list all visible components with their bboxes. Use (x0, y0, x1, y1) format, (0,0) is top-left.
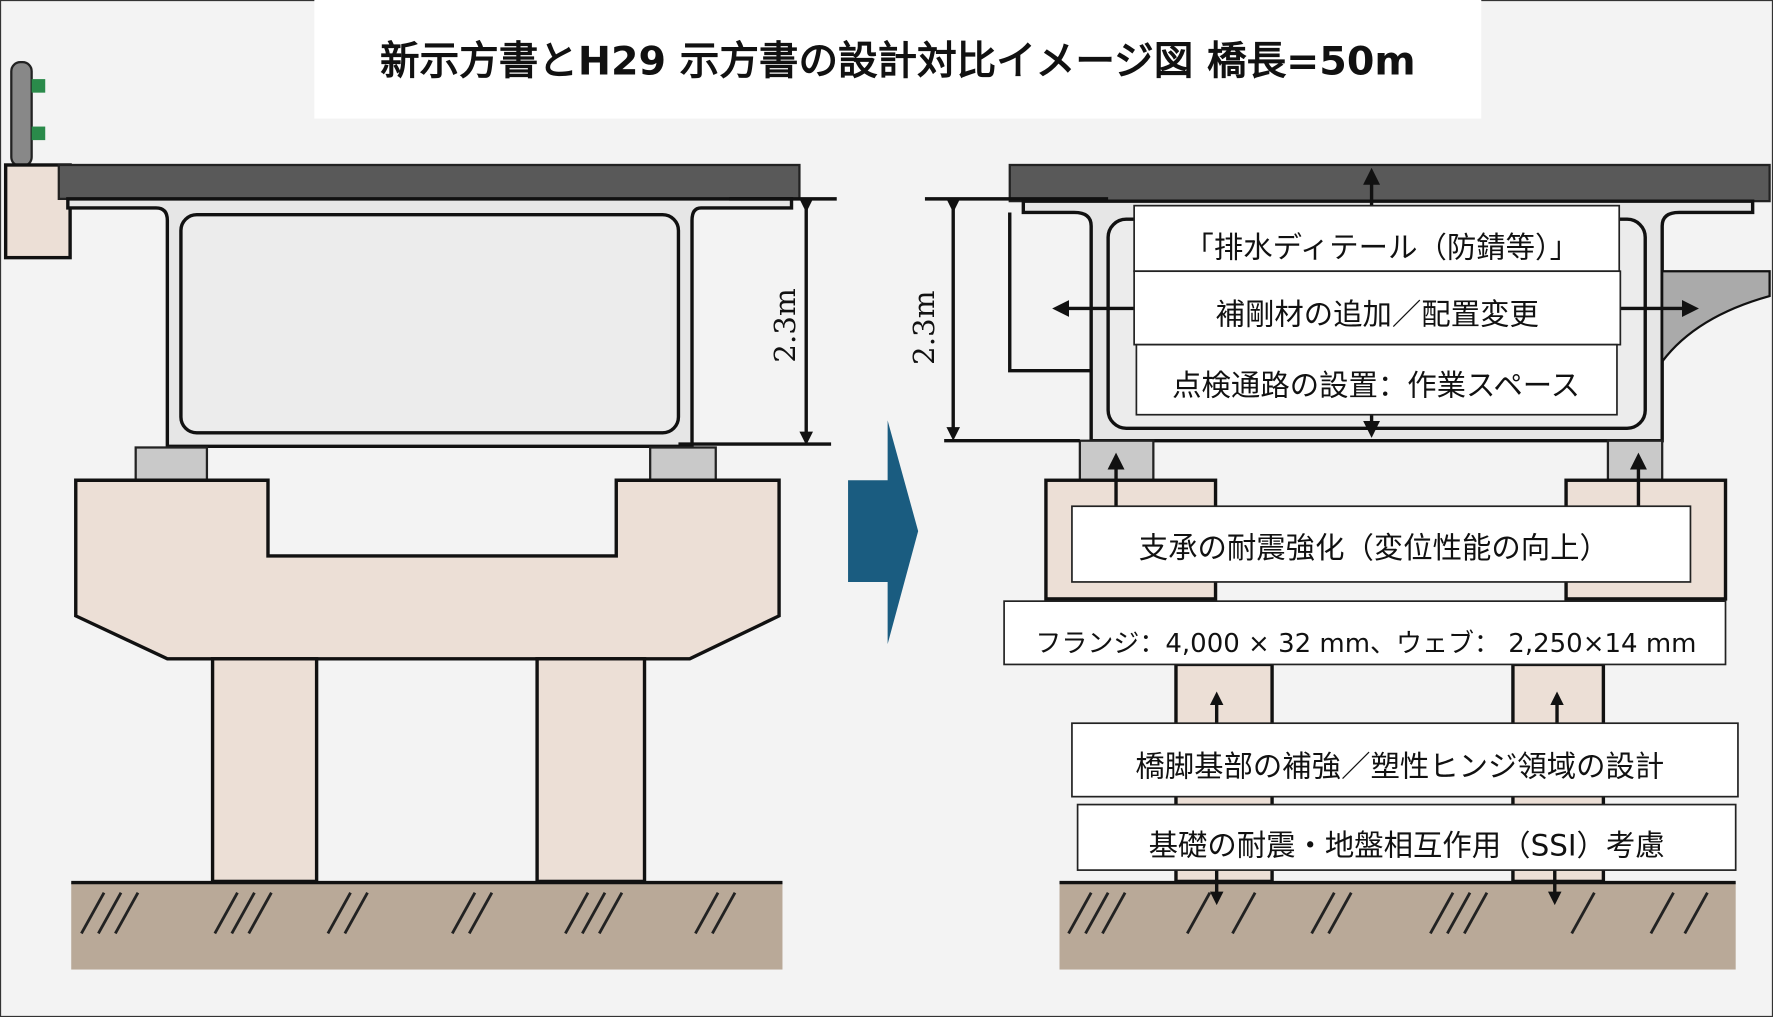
dimension-label: 2.3m (907, 290, 941, 365)
railing-post (10, 61, 33, 168)
callout-pier-base: 橋脚基部の補強／塑性ヒンジ領域の設計 (1071, 722, 1739, 798)
svg-text:補剛材の追加／配置変更: 補剛材の追加／配置変更 (1216, 297, 1539, 331)
deck-slab (1008, 163, 1771, 203)
dimension-label: 2.3m (768, 288, 802, 363)
ground (71, 882, 783, 970)
cantilever-bracket (1661, 270, 1771, 365)
callout-arrows (1052, 167, 1699, 906)
girder-cell (179, 213, 681, 435)
svg-text:支承の耐震強化（変位性能の向上）: 支承の耐震強化（変位性能の向上） (1139, 531, 1609, 565)
height-dimension: 2.3m (907, 197, 1109, 443)
railing-light (31, 126, 46, 141)
svg-text:「排水ディテール（防錆等）」: 「排水ディテール（防錆等）」 (1184, 231, 1579, 265)
svg-text:フランジ：4,000 × 32 mm、ウェブ： 2,250×: フランジ：4,000 × 32 mm、ウェブ： 2,250×14 mm (1035, 629, 1696, 659)
callout-inspection-path: 点検通路の設置：作業スペース (1135, 343, 1618, 416)
height-dimension: 2.3m (678, 197, 837, 446)
left-bridge-h29: 2.3m (3, 61, 837, 970)
bearing (1606, 439, 1664, 482)
pier-column (210, 657, 319, 884)
girder-outline (1008, 212, 1092, 373)
ground-hatch (1067, 892, 1709, 935)
bearing (649, 446, 717, 482)
callout-foundation: 基礎の耐震・地盤相互作用（SSI）考慮 (1076, 803, 1737, 871)
svg-text:点検通路の設置：作業スペース: 点検通路の設置：作業スペース (1172, 369, 1580, 403)
svg-text:基礎の耐震・地盤相互作用（SSI）考慮: 基礎の耐震・地盤相互作用（SSI）考慮 (1149, 828, 1665, 862)
transition-arrow-icon (848, 420, 919, 645)
page-title: 新示方書とH29 示方書の設計対比イメージ図 橋長=50m (380, 39, 1416, 85)
pier-cap (74, 478, 781, 661)
deck-slab (57, 163, 801, 201)
callout-section-size: フランジ：4,000 × 32 mm、ウェブ： 2,250×14 mm (1003, 600, 1727, 666)
bearing (134, 446, 209, 482)
ground-hatch (80, 892, 737, 935)
ground (1059, 882, 1736, 970)
title-banner: 新示方書とH29 示方書の設計対比イメージ図 橋長=50m (314, 0, 1482, 119)
callout-drainage: 「排水ディテール（防錆等）」 (1133, 204, 1621, 273)
railing-light (31, 79, 46, 93)
callout-stiffener: 補剛材の追加／配置変更 (1133, 270, 1622, 346)
callout-bearing: 支承の耐震強化（変位性能の向上） (1071, 505, 1692, 583)
svg-text:橋脚基部の補強／塑性ヒンジ領域の設計: 橋脚基部の補強／塑性ヒンジ領域の設計 (1135, 749, 1664, 783)
pier-column (535, 657, 647, 884)
right-bridge-new: 2.3m 「排水ディテール（防錆等）」 補剛材の追加／配置変更 点検通路の設置 (907, 163, 1771, 970)
